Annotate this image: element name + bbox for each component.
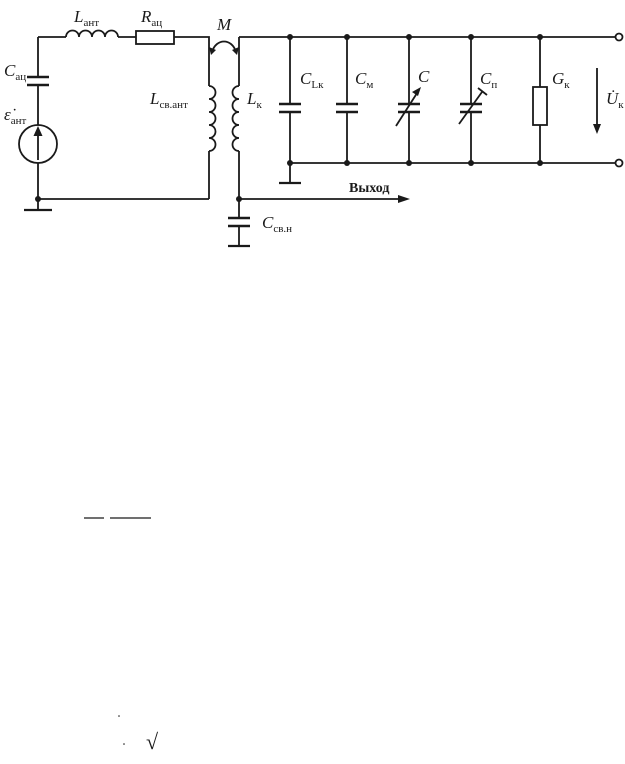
trimmer-line-icon	[458, 87, 488, 125]
capacitor-c-m	[336, 102, 358, 114]
resistor-g-k	[532, 86, 548, 126]
junction-clk-bottom	[287, 160, 293, 166]
antenna-circuit	[18, 29, 217, 212]
variable-arrowhead-icon	[412, 87, 421, 96]
variable-arrow-icon	[395, 89, 420, 127]
label-l-ant: Lант	[73, 7, 99, 29]
label-m: M	[216, 15, 232, 34]
label-c-p: Cп	[480, 69, 497, 91]
junction-gk-bottom	[537, 160, 543, 166]
label-l-k: Lк	[246, 89, 262, 111]
label-c-lk: CLк	[300, 69, 324, 91]
inductor-l-ant	[65, 29, 119, 38]
label-output: Выход	[349, 181, 389, 196]
capacitor-c-lk	[279, 102, 301, 114]
junction-cp-bottom	[468, 160, 474, 166]
resistor-r-ac	[135, 30, 175, 45]
radical-sign: √	[146, 729, 159, 754]
label-c-m: Cм	[355, 69, 373, 91]
source-arrowhead-icon	[33, 126, 43, 136]
wire-ant-top-right	[174, 36, 210, 86]
speck-1	[118, 715, 120, 717]
capacitor-c-ac	[27, 75, 49, 87]
tank-circuit	[228, 32, 624, 248]
mutual-arrowhead-right-icon	[232, 47, 239, 55]
mutual-inductance-arrow-icon	[211, 40, 237, 53]
terminal-bottom	[614, 158, 624, 168]
label-u-k: U̇к	[606, 89, 624, 111]
output-arrow-icon	[398, 195, 410, 203]
label-c-sv-n: Cсв.н	[262, 213, 292, 235]
voltage-arrowhead-icon	[593, 124, 601, 134]
junction-c-bottom	[406, 160, 412, 166]
speck-2	[123, 743, 125, 745]
mutual-arrowhead-left-icon	[209, 47, 216, 55]
labels: Lант Rац Cац ε̇ант Lсв.ант M Lк CLк Cм C…	[4, 7, 624, 235]
formula-fragments: √	[84, 517, 159, 754]
label-g-k: Gк	[552, 69, 570, 91]
label-c: C	[418, 67, 430, 86]
label-c-ac: Cац	[4, 61, 26, 83]
label-eps-ant: ε̇ант	[4, 105, 26, 127]
label-l-sv-ant: Lсв.ант	[149, 89, 188, 111]
junction-cm-bottom	[344, 160, 350, 166]
inductor-l-sv-ant	[208, 85, 217, 152]
terminal-top	[614, 32, 624, 42]
inductor-l-k	[231, 85, 240, 152]
capacitor-c-sv-n	[228, 216, 250, 228]
label-r-ac: Rац	[140, 7, 162, 29]
